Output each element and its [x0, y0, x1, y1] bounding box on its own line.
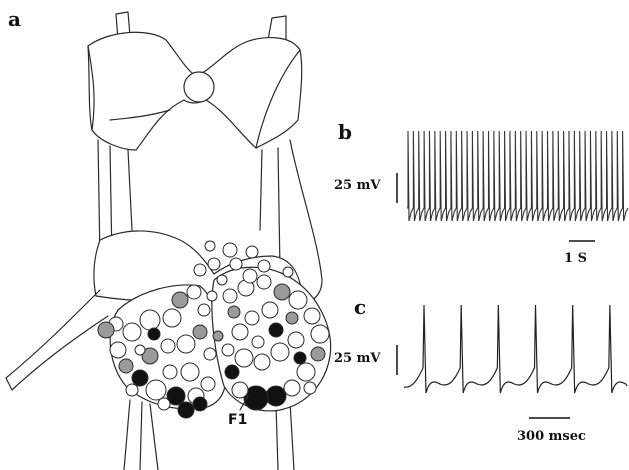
neuron-8: [119, 359, 133, 373]
voltage-trace-c: [404, 305, 627, 393]
neuron-48: [288, 332, 304, 348]
neuron-26: [193, 397, 207, 411]
neuron-62: [217, 275, 227, 285]
neuron-40: [284, 380, 300, 396]
neuron-7: [110, 342, 126, 358]
neuron-46: [254, 354, 270, 370]
neuron-3: [198, 304, 210, 316]
neuron-17: [161, 339, 175, 353]
neuron-15: [163, 365, 177, 379]
neuron-35: [289, 291, 307, 309]
amplitude-scale-label-b: 25 mV: [334, 178, 381, 193]
neuron-39: [297, 363, 315, 381]
neuron-61: [258, 260, 270, 272]
neuron-65: [223, 243, 237, 257]
connective-left-3: [128, 150, 132, 230]
neuron-41: [266, 386, 286, 406]
neuron-28: [126, 384, 138, 396]
neuron-55: [228, 306, 240, 318]
neuron-14: [181, 363, 199, 381]
amplitude-scale-label-c: 25 mV: [334, 351, 381, 366]
neuron-25: [178, 402, 194, 418]
neuron-34: [274, 284, 290, 300]
neuron-59: [243, 269, 257, 283]
neuron-31: [223, 289, 237, 303]
neuron-33: [257, 275, 271, 289]
neuron-29: [213, 331, 223, 341]
neuron-52: [245, 311, 259, 325]
neuron-24: [207, 291, 217, 301]
neuron-54: [286, 312, 298, 324]
neuron-30: [98, 322, 114, 338]
panel-b: b 25 mV 1 S: [334, 120, 628, 266]
neuron-45: [235, 349, 253, 367]
neuron-67: [194, 264, 206, 276]
neuron-47: [271, 343, 289, 361]
voltage-trace-b: [407, 131, 628, 221]
neuron-58: [304, 382, 316, 394]
time-scale-label-c: 300 msec: [517, 429, 586, 444]
neuron-56: [222, 344, 234, 356]
neuron-27: [158, 398, 170, 410]
neuron-20: [148, 328, 160, 340]
neuron-63: [283, 267, 293, 277]
neuron-68: [205, 241, 215, 251]
panel-c: c 25 mV 300 msec: [334, 295, 627, 444]
panel-a: a: [6, 7, 331, 470]
neuron-18: [177, 335, 195, 353]
nerve-left: [6, 290, 108, 390]
neuron-5: [140, 310, 160, 330]
neuron-51: [232, 324, 248, 340]
neuron-49: [269, 323, 283, 337]
neuron-37: [311, 325, 329, 343]
ganglion-drawing: F1: [6, 12, 331, 470]
neuron-53: [262, 302, 278, 318]
cell-label-f1: F1: [228, 412, 247, 428]
panel-label-b: b: [338, 120, 352, 144]
commissure-node: [184, 72, 214, 102]
neuron-43: [232, 382, 248, 398]
neuron-2: [187, 285, 201, 299]
neuron-57: [294, 352, 306, 364]
neuron-66: [246, 246, 258, 258]
neuron-10: [146, 380, 166, 400]
neuron-21: [135, 345, 145, 355]
time-scale-label-b: 1 S: [564, 251, 587, 266]
neuron-19: [193, 325, 207, 339]
connective-right-3: [278, 148, 280, 270]
neuron-44: [225, 365, 239, 379]
panel-label-c: c: [354, 295, 366, 319]
neuron-1: [172, 292, 188, 308]
neuron-38: [311, 347, 325, 361]
neuron-64: [208, 258, 220, 270]
panel-label-a: a: [8, 7, 21, 31]
neuron-13: [201, 377, 215, 391]
nerve-bottom-left: [124, 400, 158, 470]
connective-right-inner: [260, 150, 262, 230]
neuron-4: [163, 309, 181, 327]
neuron-9: [132, 370, 148, 386]
neuron-23: [204, 348, 216, 360]
neuron-60: [230, 258, 242, 270]
neuron-50: [252, 336, 264, 348]
nerve-bottom-right: [276, 402, 294, 470]
neuron-36: [304, 308, 320, 324]
neuron-6: [123, 323, 141, 341]
